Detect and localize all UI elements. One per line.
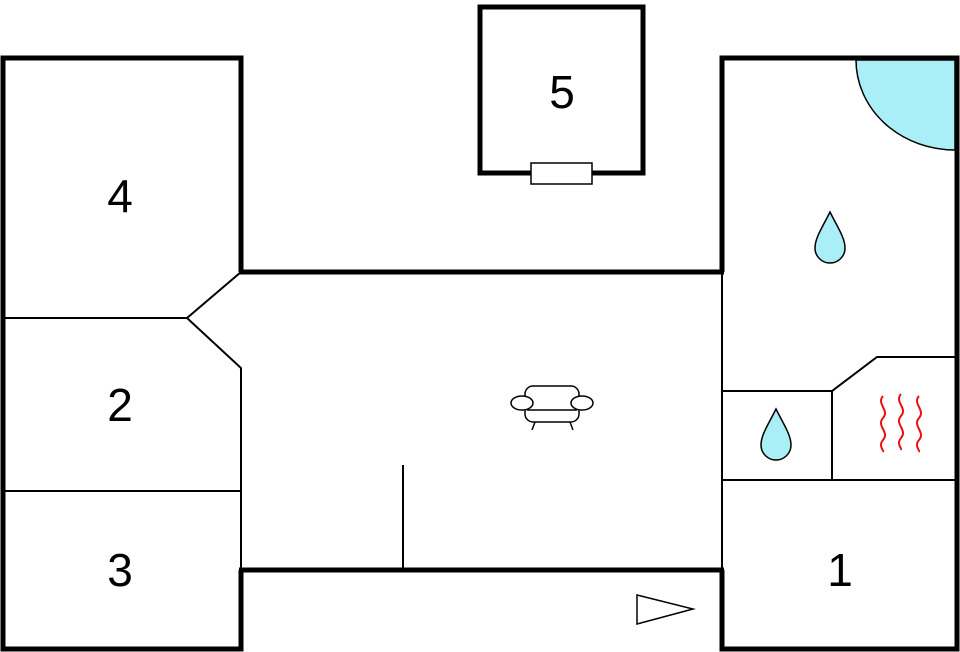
shower-quarter-circle-icon: [855, 59, 956, 151]
heating-sauna-icon: [880, 393, 922, 453]
room-label-1: 1: [827, 544, 853, 596]
room-label-5: 5: [549, 66, 575, 118]
water-drop-icon: [814, 210, 846, 264]
outer-walls: [0, 4, 960, 652]
room-label-3: 3: [107, 544, 133, 596]
sofa-icon: [510, 385, 594, 431]
room-label-4: 4: [107, 170, 133, 222]
internal-walls: [3, 272, 957, 570]
window-fixture-icon: [530, 162, 593, 185]
water-drop-icon: [760, 407, 792, 461]
entrance-arrow-icon: [636, 594, 696, 625]
room-label-2: 2: [107, 379, 133, 431]
